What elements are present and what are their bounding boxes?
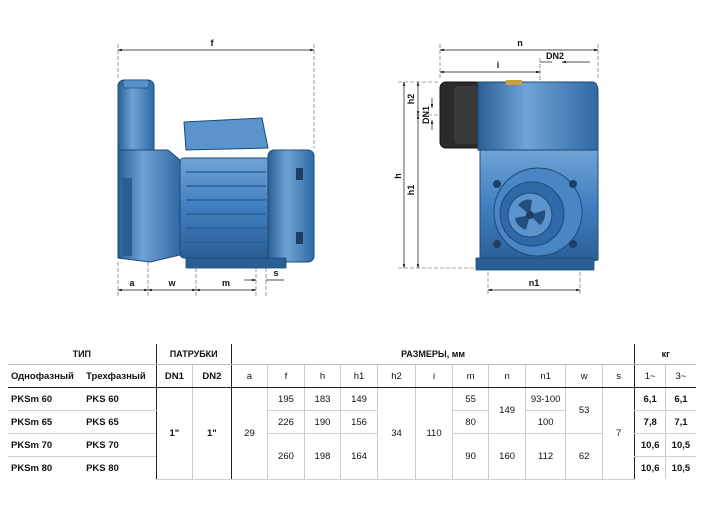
cell-dn2: 1"	[192, 387, 232, 480]
front-view: n DN2 i h h2 h1 DN1 n1	[393, 38, 599, 296]
model-single-phase: PKSm 80	[11, 462, 53, 474]
cell-weight-3ph: 6,1	[664, 387, 696, 411]
model-three-phase: PKS 70	[83, 433, 157, 457]
col-dn2: DN2	[192, 364, 232, 388]
cell-weight-1ph: 10,6	[634, 433, 666, 457]
col-h2: h2	[376, 364, 416, 388]
table-row: PKSm 70 PKS 70 260 198 164 90 160 112 62…	[8, 433, 696, 480]
group-weight: кг	[634, 344, 696, 365]
table-group-header-row: ТИП ПАТРУБКИ РАЗМЕРЫ, мм кг	[8, 344, 696, 365]
col-three-phase: Трехфазный	[83, 364, 157, 388]
table-column-header-row: Однофазный Трехфазный DN1 DN2 a f h h1 h…	[8, 364, 696, 388]
cell-w: 53	[565, 387, 603, 434]
col-a: a	[230, 364, 268, 388]
impeller-icon	[515, 199, 546, 230]
table-row: PKSm 60 PKS 60 1" 1" 29 195 183 149 34 1…	[8, 387, 696, 480]
cell-f: 260	[267, 433, 305, 480]
model-single-phase: PKSm 65	[8, 410, 84, 434]
cell-weight-3ph: 7,1	[664, 410, 696, 434]
outlet-pipe	[117, 79, 155, 155]
col-h1: h1	[340, 364, 378, 388]
cell-m: 55	[451, 387, 489, 411]
dim-label-w: w	[167, 278, 176, 288]
model-three-phase: PKS 60	[83, 387, 157, 411]
cell-h: 183	[303, 387, 341, 411]
table-row: PKSm 65 PKS 65 226 190 156 80 100 7,8 7,…	[8, 410, 696, 434]
cell-h2: 34	[376, 387, 416, 480]
dim-label-i: i	[497, 60, 500, 70]
cell-n: 160	[488, 433, 526, 480]
dim-label-m: m	[222, 278, 230, 288]
col-n: n	[488, 364, 526, 388]
base-foot-side	[185, 257, 287, 269]
dim-label-a: a	[129, 278, 135, 288]
cell-weight-1ph: 6,1	[634, 387, 666, 411]
dim-label-f: f	[211, 38, 215, 48]
cell-m: 90	[451, 433, 489, 480]
cell-n: 149	[488, 387, 526, 434]
col-m: m	[451, 364, 489, 388]
col-dn1: DN1	[155, 364, 193, 388]
motor-rear-cover	[267, 149, 315, 263]
cell-h1: 164	[340, 433, 378, 480]
model-single-phase: PKSm 70	[8, 433, 84, 457]
table-row: PKSm 80 PKS 80 10,6 10,5	[8, 456, 696, 479]
cell-n1: 100	[524, 410, 566, 434]
cell-weight-3ph: 10,5	[664, 433, 696, 457]
col-w: w	[565, 364, 603, 388]
model-single-phase: PKSm 60	[8, 387, 84, 411]
cell-w: 62	[565, 433, 603, 480]
base-foot-front	[475, 257, 595, 271]
col-n1: n1	[524, 364, 566, 388]
dim-label-h1: h1	[406, 185, 416, 196]
dim-label-h: h	[393, 173, 403, 179]
terminal-box-side	[183, 117, 269, 151]
group-ports: ПАТРУБКИ	[155, 344, 232, 365]
cell-f: 195	[267, 387, 305, 411]
specification-table: ТИП ПАТРУБКИ РАЗМЕРЫ, мм кг Однофазный Т…	[8, 344, 696, 480]
col-f: f	[267, 364, 305, 388]
cell-weight-1ph: 10,6	[634, 456, 666, 479]
col-single-phase: Однофазный	[8, 364, 84, 388]
cell-h1: 156	[340, 410, 378, 434]
motor-body-side	[179, 157, 271, 259]
model-three-phase: PKS 80	[86, 462, 119, 474]
cell-h1: 149	[340, 387, 378, 411]
dim-label-dn2: DN2	[546, 51, 564, 61]
cell-s: 7	[601, 387, 635, 480]
cell-dn1: 1"	[155, 387, 193, 480]
col-h: h	[303, 364, 341, 388]
model-three-phase: PKS 65	[83, 410, 157, 434]
col-weight-1ph: 1~	[634, 364, 666, 388]
cell-i: 110	[415, 387, 453, 480]
terminal-box-front	[477, 81, 599, 151]
cell-h: 190	[303, 410, 341, 434]
pump-technical-drawing: f a w m s	[117, 38, 599, 296]
side-view: f a w m s	[117, 38, 315, 296]
cell-weight-1ph: 7,8	[634, 410, 666, 434]
dim-label-n1: n1	[529, 278, 540, 288]
group-dimensions: РАЗМЕРЫ, мм	[230, 344, 635, 365]
cell-f: 226	[267, 410, 305, 434]
group-type: ТИП	[8, 344, 157, 365]
dim-label-dn1: DN1	[421, 106, 431, 124]
col-s: s	[601, 364, 635, 388]
col-i: i	[415, 364, 453, 388]
cell-m: 80	[451, 410, 489, 434]
dim-label-s: s	[273, 268, 278, 278]
cell-n1: 93-100	[524, 387, 566, 411]
cell-h: 198	[303, 433, 341, 480]
dim-label-n: n	[517, 38, 523, 48]
cell-a: 29	[230, 387, 268, 480]
dim-label-h2: h2	[406, 94, 416, 105]
cell-n1: 112	[524, 433, 566, 480]
cell-weight-3ph: 10,5	[664, 456, 696, 479]
col-weight-3ph: 3~	[664, 364, 696, 388]
